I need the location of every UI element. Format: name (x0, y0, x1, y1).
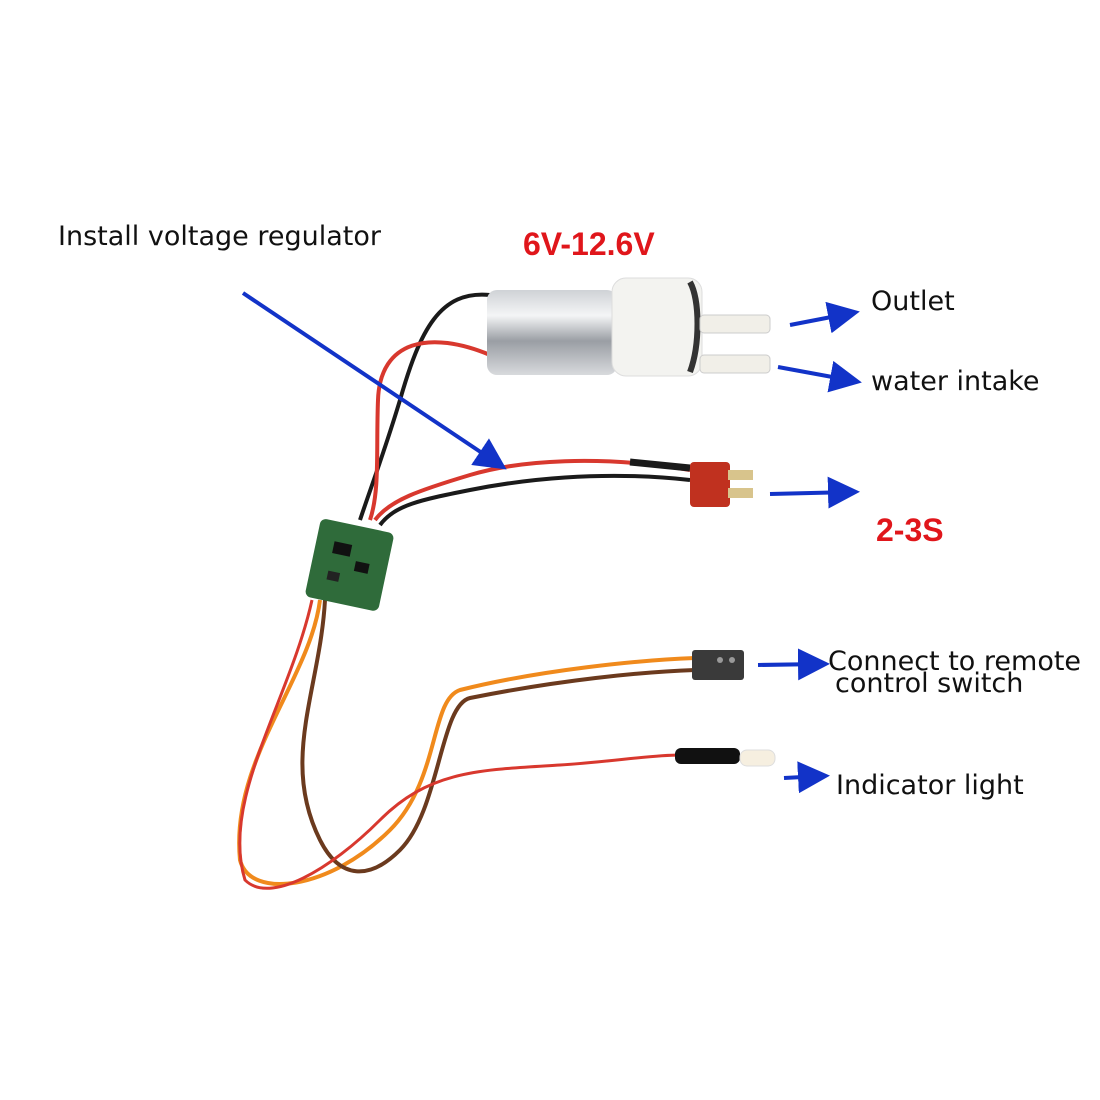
label-indicator: Indicator light (836, 770, 1024, 801)
label-remote-line2: control switch (835, 668, 1024, 699)
label-remote-line1: Connect to remote (828, 646, 1082, 677)
water-pump (487, 277, 771, 377)
label-intake: water intake (871, 366, 1040, 397)
arrow-intake (777, 360, 862, 393)
arrow-regulator (241, 291, 507, 470)
indicator-led (675, 748, 776, 767)
arrow-indicator (783, 761, 830, 794)
label-voltage: 6V-12.6V (523, 226, 655, 262)
label-battery: 2-3S (876, 512, 944, 548)
annotation-arrows (241, 291, 862, 794)
label-outlet: Outlet (871, 286, 955, 317)
servo-connector (692, 650, 744, 680)
label-regulator: Install voltage regulator (58, 221, 381, 252)
voltage-regulator-pcb (305, 519, 394, 611)
arrow-remote (757, 648, 830, 681)
signal-wires (237, 599, 696, 890)
arrow-battery (769, 476, 860, 509)
t-plug-connector (690, 462, 753, 507)
arrow-outlet (789, 301, 860, 334)
